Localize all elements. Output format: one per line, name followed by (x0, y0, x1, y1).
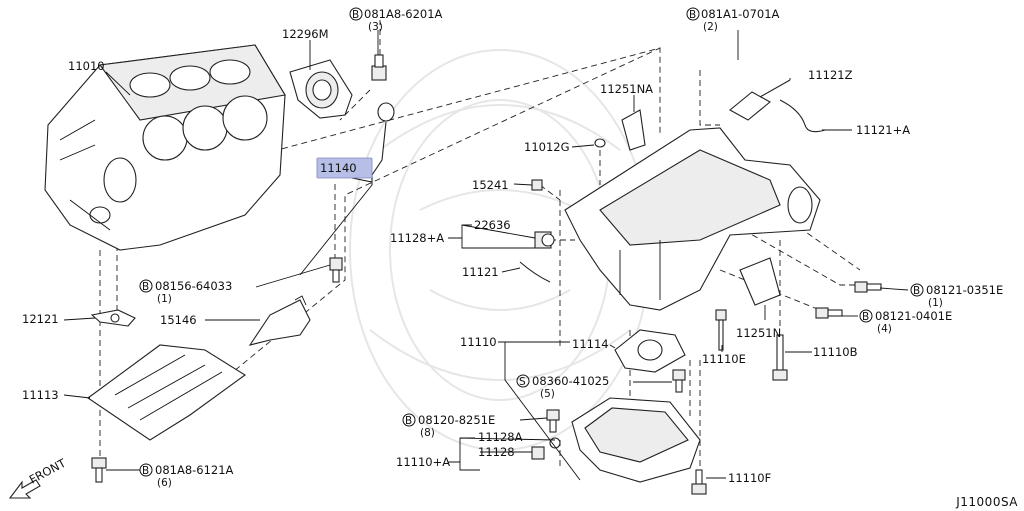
circled-letter-b: B (689, 9, 696, 21)
label-11121a: 11121+A (856, 123, 910, 137)
drawing-code: J11000SA (956, 495, 1018, 509)
label-11251n: 11251N (736, 326, 781, 340)
bolt-11110b (772, 334, 788, 381)
circled-letter-b: B (913, 285, 920, 297)
cylinder-block-11010 (44, 44, 286, 251)
circled-letter-s: S (519, 376, 526, 388)
label-11121: 11121 (462, 265, 499, 279)
bolt-callout-08121-0351e: B 08121-0351E (1) (910, 283, 1003, 309)
front-direction-arrow: FRONT (8, 455, 69, 499)
label-15241: 15241 (472, 178, 509, 192)
cover-11251n (739, 257, 781, 306)
label-22636: 22636 (474, 218, 511, 232)
filter-connector-22636 (534, 231, 555, 249)
label-11121z: 11121Z (808, 68, 853, 82)
bolt-08360-41025 (672, 369, 686, 393)
label-11110a: 11110+A (396, 455, 450, 469)
label-11113: 11113 (22, 388, 59, 402)
circled-letter-b: B (352, 9, 359, 21)
circled-letter-b: B (405, 415, 412, 427)
label-12296m: 12296M (282, 27, 329, 41)
bolt-08121-0401e (815, 307, 843, 319)
label-11110b: 11110B (813, 345, 858, 359)
tube-11121a (779, 99, 826, 133)
qty-08156-64033: (1) (157, 293, 172, 305)
gasket-11114 (614, 329, 686, 373)
bolt-081a8-6201a (371, 54, 387, 81)
upper-oil-pan-11110 (564, 127, 821, 311)
baffle-plate-11113 (87, 344, 246, 441)
qty-08121-0351e: (1) (928, 297, 943, 309)
oil-jet-12121 (90, 309, 136, 327)
bolt-callout-08121-0401e: B 08121-0401E (4) (859, 309, 952, 335)
label-12121: 12121 (22, 312, 59, 326)
label-11128a-top: 11128+A (390, 231, 444, 245)
label-081a1-0701a: 081A1-0701A (701, 7, 780, 21)
label-11110f: 11110F (728, 471, 771, 485)
label-081a8-6121a: 081A8-6121A (155, 463, 234, 477)
plug-11012g (594, 138, 606, 148)
part-15241 (531, 179, 543, 191)
bolt-callout-08156-64033: B 08156-64033 (1) (139, 279, 232, 305)
qty-08121-0401e: (4) (877, 323, 892, 335)
label-11010: 11010 (68, 59, 105, 73)
front-label: FRONT (27, 455, 69, 486)
label-11110e: 11110E (702, 352, 746, 366)
label-08121-0401e: 08121-0401E (875, 309, 952, 323)
label-081a8-6201a: 081A8-6201A (364, 7, 443, 21)
drain-plug-11128 (531, 446, 545, 460)
lower-oil-pan-11110a (571, 397, 701, 483)
label-11110: 11110 (460, 335, 497, 349)
label-08360-41025: 08360-41025 (532, 374, 609, 388)
circled-letter-b: B (142, 281, 149, 293)
bolt-callout-081a8-6201a: B 081A8-6201A (3) (349, 7, 443, 33)
circled-letter-b: B (862, 311, 869, 323)
circled-letter-b: B (142, 465, 149, 477)
gauge-guide-15146 (248, 295, 311, 346)
bolt-11110e (715, 309, 727, 351)
gasket-11251na (621, 109, 646, 151)
strainer-11121z (729, 79, 791, 121)
qty-081a1-0701a: (2) (703, 21, 718, 33)
label-08120-8251e: 08120-8251E (418, 413, 495, 427)
qty-08120-8251e: (8) (420, 427, 435, 439)
bolt-08121-0351e (854, 281, 882, 293)
bolt-081a8-6121a (91, 457, 107, 483)
washer-11128a (549, 437, 561, 449)
bolt-08156-64033 (329, 257, 343, 283)
label-11251na: 11251NA (600, 82, 653, 96)
qty-08360-41025: (5) (540, 388, 555, 400)
label-15146: 15146 (160, 313, 197, 327)
label-08156-64033: 08156-64033 (155, 279, 232, 293)
bolt-callout-08120-8251e: B 08120-8251E (8) (402, 413, 495, 439)
rear-oil-seal-12296m (289, 59, 353, 119)
leader-lines (63, 30, 909, 481)
bolt-08120-8251e (546, 409, 560, 433)
label-11140: 11140 (320, 161, 357, 175)
bolt-11110f (691, 469, 707, 495)
bolt-callout-081a1-0701a: B 081A1-0701A (2) (686, 7, 780, 33)
label-11128: 11128 (478, 445, 515, 459)
screw-callout-08360-41025: S 08360-41025 (5) (516, 374, 609, 400)
highlight-box-11140 (316, 157, 373, 179)
tube-11121 (519, 261, 551, 283)
oil-level-gauge-11140 (299, 102, 395, 276)
qty-081a8-6201a: (3) (368, 21, 383, 33)
label-11114: 11114 (572, 337, 609, 351)
label-11128a: 11128A (478, 430, 523, 444)
label-11012g: 11012G (524, 140, 570, 154)
part-number-labels: 11010 12296M B 081A8-6201A (3) 11140 B 0… (22, 7, 1003, 489)
bolt-callout-081a8-6121a: B 081A8-6121A (6) (139, 463, 234, 489)
qty-081a8-6121a: (6) (157, 477, 172, 489)
label-08121-0351e: 08121-0351E (926, 283, 1003, 297)
